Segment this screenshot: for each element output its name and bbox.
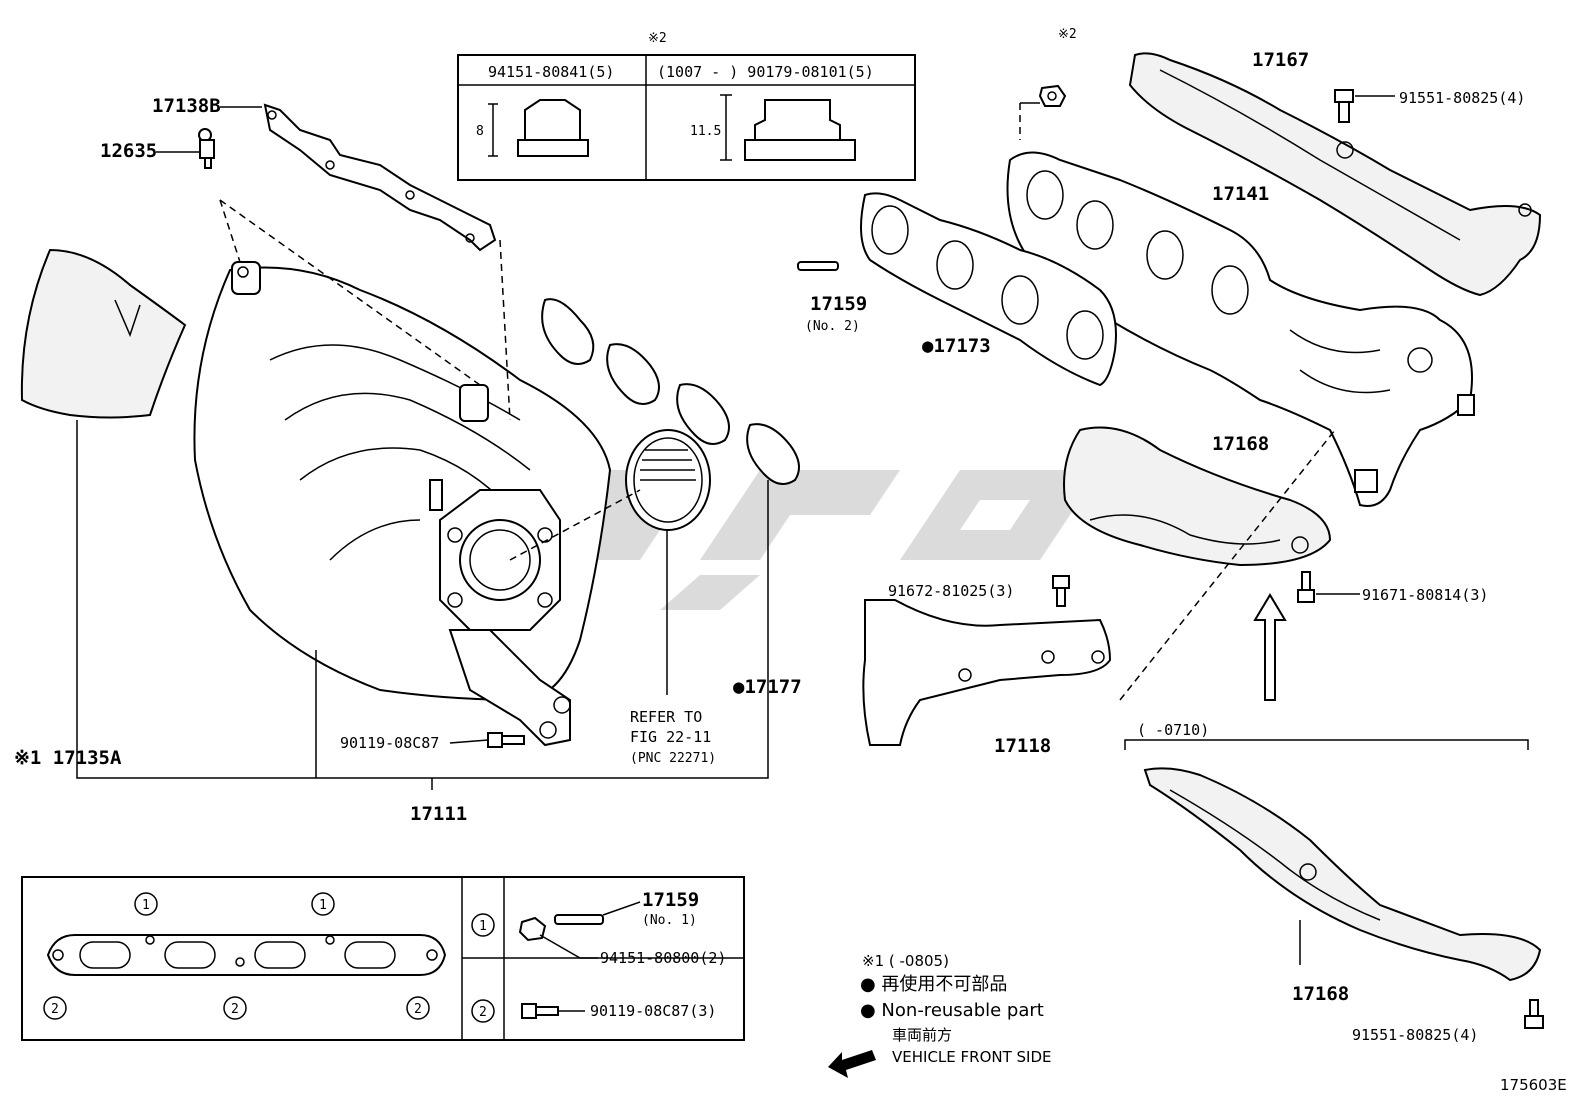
label-17118: 17118: [994, 735, 1051, 757]
manifold-stay-17118: [862, 599, 1112, 746]
note2-top: ※2: [648, 31, 667, 46]
heat-insulator-17168-lower: [1143, 767, 1542, 982]
label-17111: 17111: [410, 803, 467, 825]
stud-12635: [198, 128, 215, 169]
label-90179-08101: (1007 - ) 90179-08101(5): [657, 63, 874, 81]
label-17177: ●17177: [733, 676, 802, 698]
bracket-17138b: [263, 103, 497, 252]
label-17159-no2: 17159: [810, 293, 867, 315]
heat-insulator-17167: [1128, 52, 1542, 297]
intake-gasket-17177: [541, 298, 800, 485]
nut-94151-80841-icon: [488, 99, 589, 157]
nut-94151-80800: [518, 916, 547, 942]
front-jp: 車両前方: [892, 1026, 952, 1044]
exhaust-gasket-17173: [860, 192, 1117, 387]
bolt-90119-08c87: [487, 732, 525, 748]
heat-insulator-17168-upper: [1063, 426, 1332, 567]
label-no2: (No. 2): [805, 319, 860, 334]
label-91551-bottom: 91551-80825(4): [1352, 1026, 1478, 1044]
bolt-91551-bottom: [1524, 999, 1544, 1029]
nut-90179-08101-icon: [720, 94, 856, 161]
gasket-circle-1a: 1: [142, 898, 150, 913]
label-17159-no1: 17159: [642, 889, 699, 911]
label-90119-08c87: 90119-08C87: [340, 734, 439, 752]
label-17135a: ※1 17135A: [14, 747, 122, 769]
note1: ※1 ( -0805): [862, 952, 949, 970]
bolt-91671: [1297, 571, 1315, 603]
note2-right: ※2: [1058, 27, 1077, 42]
label-17141: 17141: [1212, 183, 1269, 205]
gasket-circle-1b: 1: [319, 898, 327, 913]
gasket-circle-2a: 2: [51, 1002, 59, 1017]
label-12635: 12635: [100, 140, 157, 162]
label-17173: ●17173: [922, 335, 991, 357]
watermark-logo: [540, 470, 1100, 610]
engine-cover-17135a: [20, 248, 187, 419]
bolt-91672: [1052, 575, 1070, 607]
exhaust-manifold-17141: [1006, 151, 1475, 507]
front-en: VEHICLE FRONT SIDE: [892, 1048, 1052, 1066]
gasket-outline: [46, 934, 447, 976]
label-17168-bottom: 17168: [1292, 983, 1349, 1005]
label-refer-to: REFER TO: [630, 708, 702, 726]
stud-17159-no1: [554, 914, 604, 925]
label-94151-80800: 94151-80800(2): [600, 949, 726, 967]
row-circle-1: 1: [479, 919, 487, 934]
label-pnc: (PNC 22271): [630, 751, 716, 766]
legend-jp: ● 再使用不可部品: [860, 974, 1007, 995]
bolt-90119-08c87-row2: [521, 1003, 559, 1019]
label-fig-22-11: FIG 22-11: [630, 728, 711, 746]
dim-11-5: 11.5: [690, 124, 721, 139]
legend-en: ● Non-reusable part: [860, 1000, 1044, 1021]
nut-right-top: [1038, 84, 1067, 107]
bolt-91551-top: [1334, 89, 1354, 123]
label-17167: 17167: [1252, 49, 1309, 71]
diagram-id: 175603E: [1500, 1076, 1567, 1094]
label-no1: (No. 1): [642, 913, 697, 928]
row-circle-2: 2: [479, 1005, 487, 1020]
vehicle-front-arrow: [828, 1050, 876, 1078]
label-91551-top: 91551-80825(4): [1399, 89, 1525, 107]
intake-manifold-17111: [193, 261, 612, 747]
gasket-circle-2c: 2: [414, 1002, 422, 1017]
label-90119-08c87-3: 90119-08C87(3): [590, 1002, 716, 1020]
label-17168-top: 17168: [1212, 433, 1269, 455]
label-91672: 91672-81025(3): [888, 582, 1014, 600]
gasket-circle-2b: 2: [231, 1002, 239, 1017]
label-17138b: 17138B: [152, 95, 221, 117]
throttle-gasket-ring: [625, 429, 711, 531]
nut-table: [457, 54, 916, 181]
label-94151-80841: 94151-80841(5): [488, 63, 614, 81]
label-91671: 91671-80814(3): [1362, 586, 1488, 604]
direction-arrow-up: [1253, 593, 1287, 701]
stud-17159-no2: [797, 261, 839, 271]
dim-8: 8: [476, 124, 484, 139]
label-date-range: ( -0710): [1137, 721, 1209, 739]
